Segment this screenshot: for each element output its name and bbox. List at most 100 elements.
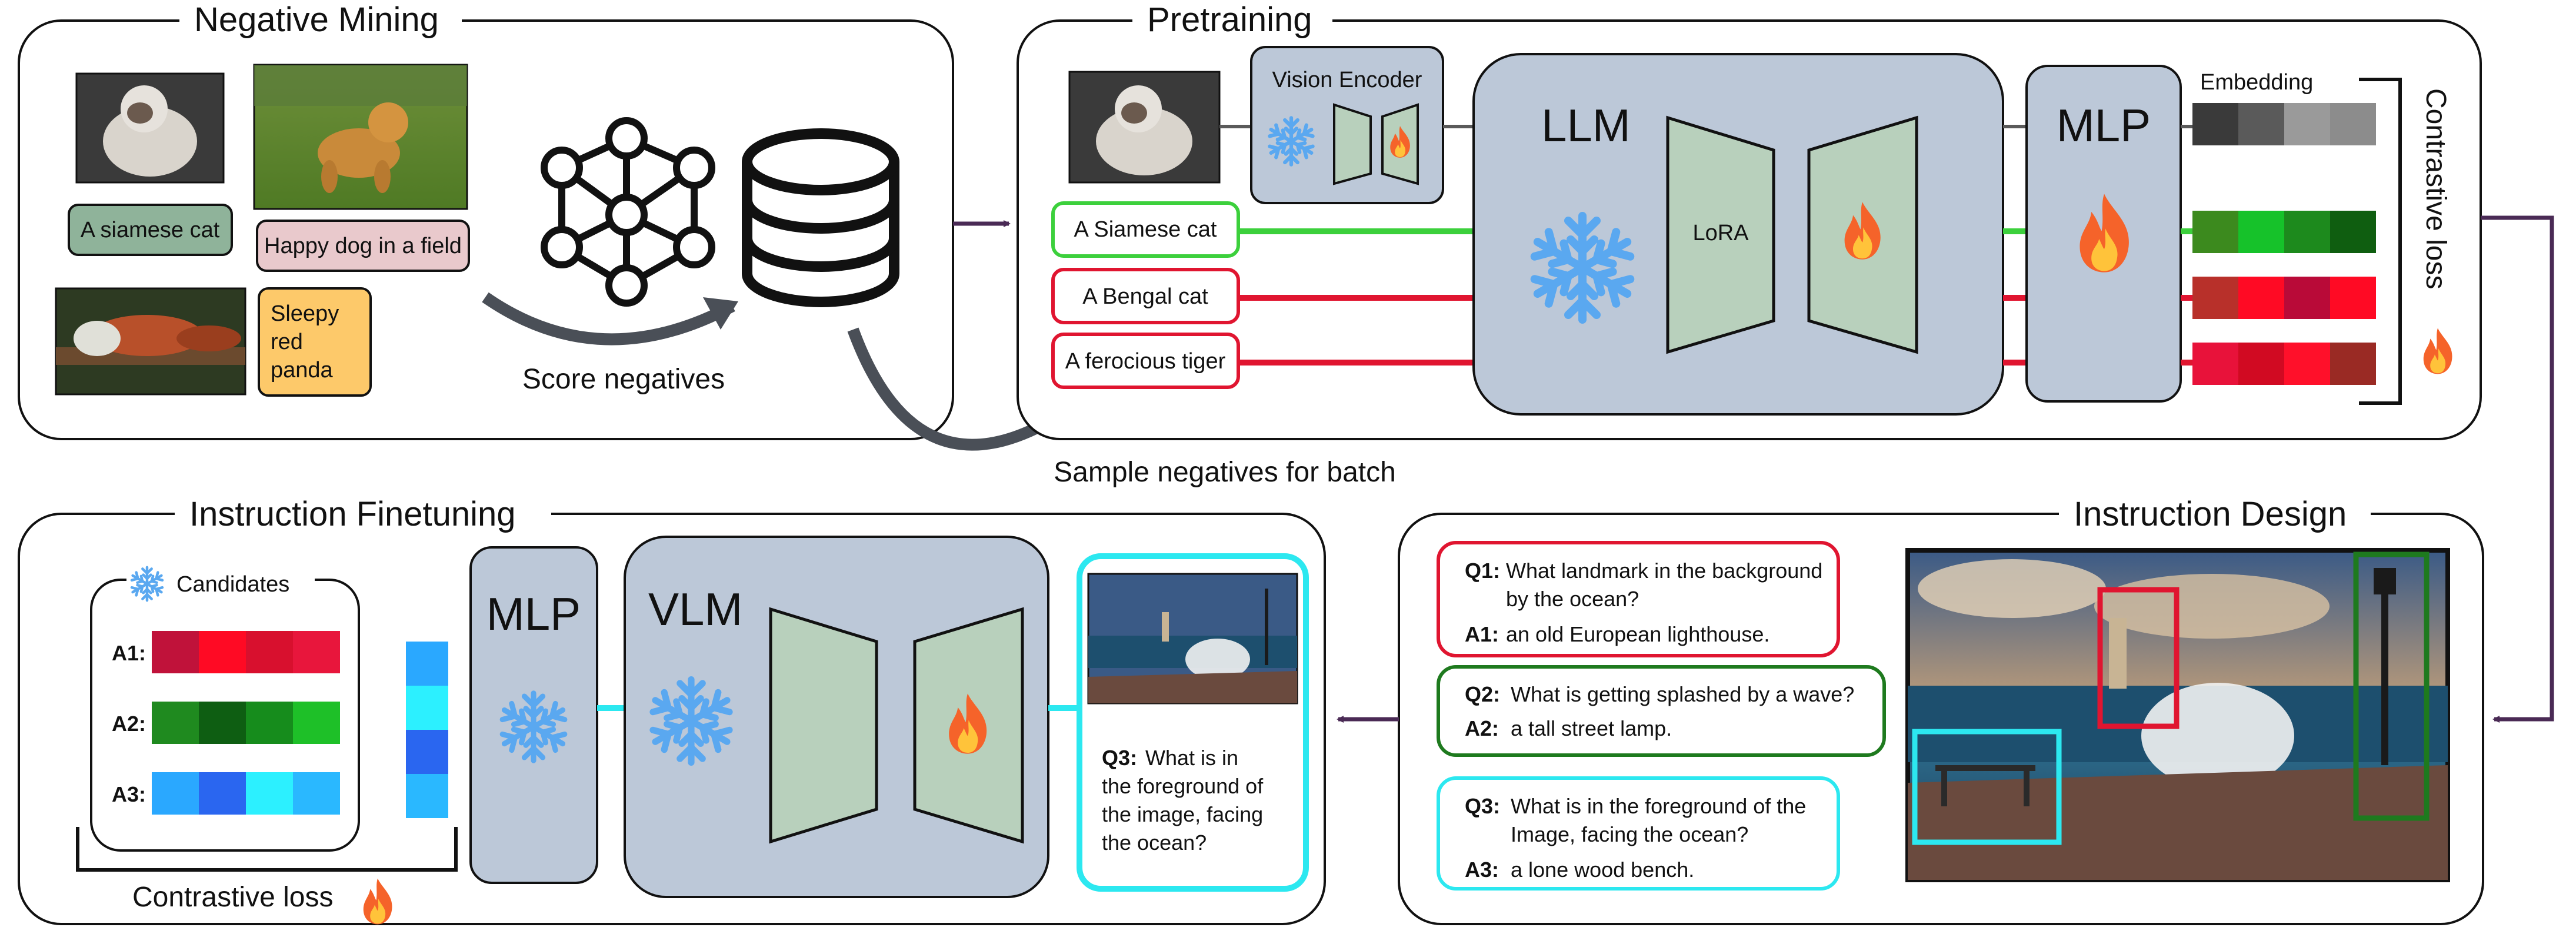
answer-embedding-cell xyxy=(293,702,340,744)
vlm-box: VLM xyxy=(624,536,1049,898)
pretraining-title: Pretraining xyxy=(1147,1,1312,39)
finetuning-seaside-thumbnail xyxy=(1087,573,1298,705)
a3-label: A3: xyxy=(1465,858,1499,882)
embedding-cell xyxy=(2284,211,2330,253)
qa-box-q2: Q2: What is getting splashed by a wave? … xyxy=(1437,665,1886,757)
embedding-cell xyxy=(2192,211,2238,253)
finetuning-q3-line-3: the image, facing xyxy=(1102,802,1263,826)
vision-encoder-box: Vision Encoder xyxy=(1250,46,1444,204)
pretraining-cat-photo xyxy=(1068,71,1221,184)
answer-embedding-cell xyxy=(293,772,340,815)
embedding-label: Embedding xyxy=(2200,70,2313,95)
finetuning-mlp-box: MLP xyxy=(469,546,598,884)
embedding-cell xyxy=(2330,277,2376,319)
seaside-photo xyxy=(1905,548,2450,882)
q1-label: Q1: xyxy=(1465,559,1500,583)
embedding-cell xyxy=(2238,343,2284,385)
q1-line-2: by the ocean? xyxy=(1506,587,1639,611)
candidates-box: Candidates A1: A2: A3: xyxy=(90,565,360,852)
query-embedding-cell xyxy=(406,642,448,686)
query-embedding-cell xyxy=(406,730,448,774)
answer-label-a2: A2: xyxy=(112,712,146,736)
instruction-finetuning-title: Instruction Finetuning xyxy=(189,495,516,533)
neural-network-icon xyxy=(541,117,715,307)
embedding-cell xyxy=(2192,277,2238,319)
embedding-cell xyxy=(2192,343,2238,385)
caption-red-panda-line-2: red xyxy=(271,330,303,354)
answer-embedding-cell xyxy=(199,772,246,815)
finetuning-contrastive-bracket xyxy=(76,827,458,872)
answer-embedding-cell xyxy=(246,702,293,744)
caption-happy-dog-text: Happy dog in a field xyxy=(264,234,462,258)
embedding-cell xyxy=(2330,343,2376,385)
embedding-cell xyxy=(2238,103,2284,145)
caption-happy-dog: Happy dog in a field xyxy=(256,220,470,272)
query-embedding-column xyxy=(406,642,448,818)
caption-a-ferocious-tiger-text: A ferocious tiger xyxy=(1065,349,1226,374)
cat-photo xyxy=(75,72,225,184)
caption-siamese-cat: A siamese cat xyxy=(68,204,233,256)
finetuning-q3-line-2: the foreground of xyxy=(1102,774,1264,798)
q3-line-1: What is in the foreground of the xyxy=(1511,794,1806,818)
pretraining-contrastive-loss-label: Contrastive loss xyxy=(2420,88,2451,289)
answer-label-a1: A1: xyxy=(112,641,146,665)
finetuning-q3-line-1: What is in xyxy=(1145,746,1238,770)
finetuning-q3-label: Q3: xyxy=(1102,746,1137,770)
qa-box-q3: Q3: What is in the foreground of the Ima… xyxy=(1437,776,1840,891)
sample-negatives-label: Sample negatives for batch xyxy=(1054,457,1396,488)
answer-embedding-cell xyxy=(246,772,293,815)
answer-embedding-cell xyxy=(246,631,293,673)
a2-text: a tall street lamp. xyxy=(1511,716,1672,740)
embedding-cell xyxy=(2238,211,2284,253)
finetuning-q3-line-4: the ocean? xyxy=(1102,830,1207,855)
q1-line-1: What landmark in the background xyxy=(1506,559,1822,583)
finetuning-mlp-label: MLP xyxy=(486,588,581,640)
q3-label: Q3: xyxy=(1465,794,1500,818)
q2-label: Q2: xyxy=(1465,682,1500,706)
caption-siamese-cat-text: A siamese cat xyxy=(81,218,220,242)
query-embedding-cell xyxy=(406,774,448,818)
database-icon xyxy=(742,128,899,307)
embedding-cell xyxy=(2284,277,2330,319)
embedding-cell xyxy=(2238,277,2284,319)
lora-label: LoRA xyxy=(1692,221,1749,245)
instruction-finetuning-panel: Instruction Finetuning Candidates A1: A2… xyxy=(18,495,1326,925)
score-negatives-label: Score negatives xyxy=(522,364,725,395)
answer-embedding-cell xyxy=(152,631,199,673)
vlm-label: VLM xyxy=(648,583,742,635)
caption-red-panda: Sleepy red panda xyxy=(258,287,372,397)
answer-embedding-cell xyxy=(152,772,199,815)
llm-box: LLM LoRA xyxy=(1472,53,2004,416)
answer-grid xyxy=(152,631,340,815)
arrow-to-instruction-design xyxy=(2481,215,2554,723)
instruction-design-title: Instruction Design xyxy=(2074,495,2347,533)
query-embedding-cell xyxy=(406,686,448,730)
vision-encoder-label: Vision Encoder xyxy=(1272,68,1422,92)
candidates-label: Candidates xyxy=(176,572,289,597)
embedding-cell xyxy=(2192,103,2238,145)
embedding-cell xyxy=(2284,103,2330,145)
finetuning-query-card: Q3: What is in the foreground of the ima… xyxy=(1077,553,1309,892)
mlp-label: MLP xyxy=(2057,99,2151,151)
answer-embedding-cell xyxy=(199,631,246,673)
a2-label: A2: xyxy=(1465,716,1499,740)
pretraining-panel: Pretraining Vision Encoder A Siamese cat… xyxy=(1017,1,2482,440)
contrastive-bracket xyxy=(2359,78,2402,405)
caption-a-siamese-cat-text: A Siamese cat xyxy=(1074,217,1217,242)
caption-a-ferocious-tiger: A ferocious tiger xyxy=(1051,333,1474,389)
score-arrow xyxy=(482,292,735,345)
negative-mining-title: Negative Mining xyxy=(194,1,439,39)
q2-text: What is getting splashed by a wave? xyxy=(1511,682,1854,706)
caption-red-panda-line-1: Sleepy xyxy=(271,301,339,326)
dog-photo xyxy=(253,64,468,210)
embedding-cell xyxy=(2330,103,2376,145)
instruction-design-panel: Instruction Design Q1: What landmark in … xyxy=(1398,495,2484,925)
caption-a-siamese-cat: A Siamese cat xyxy=(1051,201,1474,258)
sample-arrow xyxy=(847,327,1068,451)
embedding-cell xyxy=(2330,211,2376,253)
negative-mining-panel: Negative Mining A siamese cat xyxy=(18,1,954,440)
a1-text: an old European lighthouse. xyxy=(1506,622,1769,646)
caption-a-bengal-cat: A Bengal cat xyxy=(1051,268,1474,324)
finetuning-contrastive-loss-label: Contrastive loss xyxy=(132,882,333,913)
